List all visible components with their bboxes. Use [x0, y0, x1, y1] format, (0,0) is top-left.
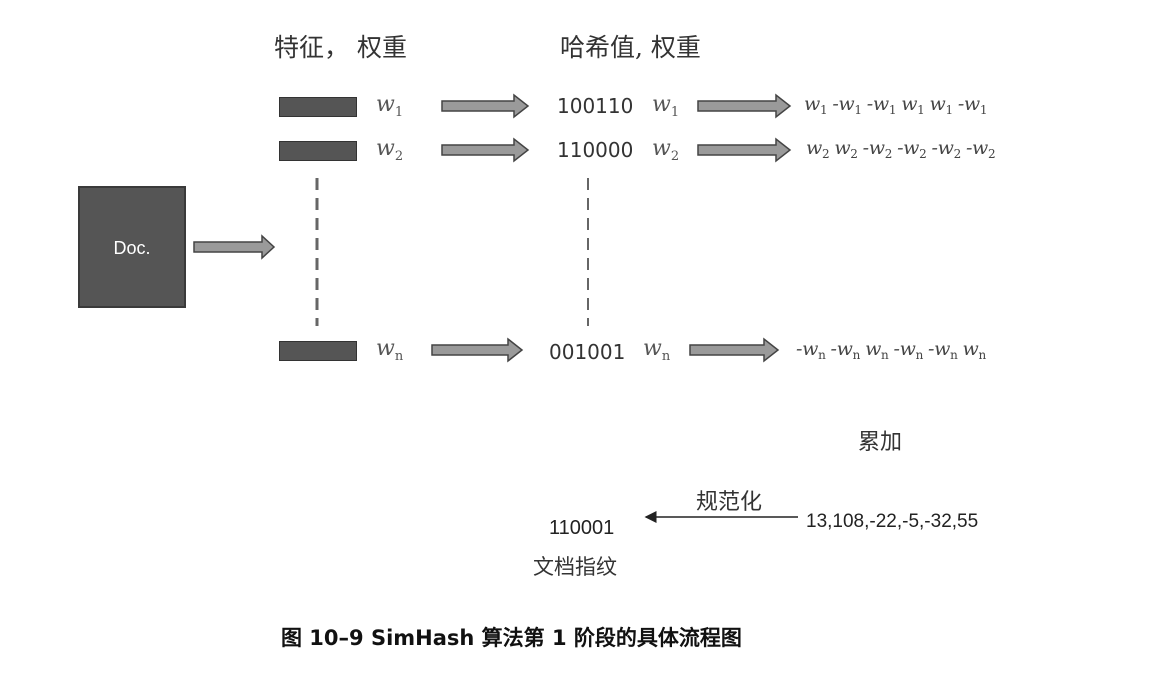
arrow-hash-to-vector-n	[689, 337, 780, 363]
hash-value-1: 100110	[557, 94, 634, 118]
hash-value-2: 110000	[557, 138, 634, 162]
weight-1: w1	[376, 92, 404, 120]
sum-vector: 13,108,-22,-5,-32,55	[806, 511, 979, 532]
vector-term: w1	[929, 93, 954, 117]
vector-term: -w1	[866, 93, 897, 117]
fingerprint-label: 文档指纹	[533, 555, 617, 579]
vector-term: w2	[806, 137, 830, 161]
vector-term: -w2	[897, 137, 927, 161]
vector-term: -wn	[830, 338, 861, 362]
feature-bar-n	[279, 341, 357, 361]
normalize-label: 规范化	[696, 490, 763, 515]
vector-term: -w2	[931, 137, 962, 161]
vector-term: -w1	[957, 93, 988, 117]
arrow-hash-to-vector-1	[697, 93, 792, 119]
doc-arrow	[193, 234, 276, 260]
vector-term: w1	[804, 93, 828, 117]
vector-term: -w2	[965, 137, 996, 161]
weight-2: w2	[376, 136, 404, 164]
arrow-feature-to-hash-2	[441, 137, 530, 163]
figure-caption: 图 10–9 SimHash 算法第 1 阶段的具体流程图	[281, 626, 742, 650]
vector-term: -w2	[862, 137, 893, 161]
arrow-hash-to-vector-2	[697, 137, 792, 163]
feature-bar-2	[279, 141, 357, 161]
feature-bar-1	[279, 97, 357, 117]
weight-n: wn	[376, 336, 404, 364]
vector-term: wn	[962, 338, 987, 362]
fingerprint-value: 110001	[549, 517, 615, 539]
accumulate-label: 累加	[858, 430, 903, 455]
vector-term: w2	[834, 137, 858, 161]
arrow-feature-to-hash-n	[431, 337, 524, 363]
hash-weight-1: w1	[652, 92, 680, 120]
hash-weight-n: wn	[643, 336, 671, 364]
header-hash-weight: 哈希值, 权重	[560, 33, 701, 62]
hash-weight-2: w2	[652, 136, 680, 164]
hash-value-n: 001001	[549, 340, 626, 364]
header-feature-weight: 特征， 权重	[274, 33, 407, 62]
vector-term: -wn	[796, 338, 826, 362]
vector-term: -w1	[832, 93, 862, 117]
vector-term: -wn	[928, 338, 958, 362]
vector-term: -wn	[893, 338, 923, 362]
document-box: Doc.	[78, 186, 186, 308]
vector-term: w1	[901, 93, 925, 117]
document-label: Doc.	[113, 238, 151, 258]
arrow-feature-to-hash-1	[441, 93, 530, 119]
vector-term: wn	[865, 338, 889, 362]
